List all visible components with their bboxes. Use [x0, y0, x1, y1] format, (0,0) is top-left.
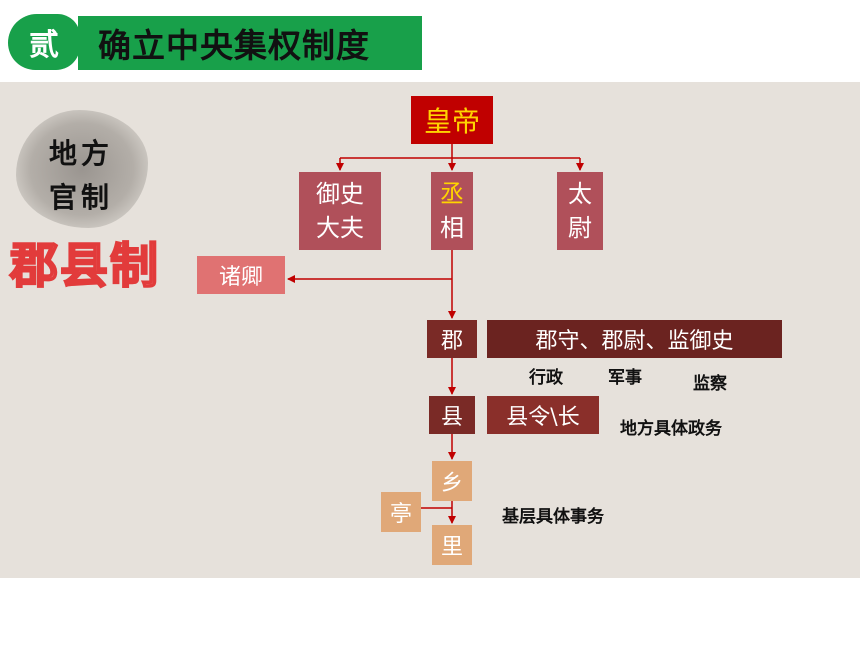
li-box: 里: [432, 525, 472, 565]
xiang-box: 乡: [432, 461, 472, 501]
taiwei-box: 太尉: [557, 172, 603, 250]
section-number-badge: 贰: [8, 14, 80, 70]
label-xingzheng: 行政: [529, 368, 563, 388]
page-title: 确立中央集权制度: [78, 16, 422, 70]
xian-officials-box: 县令\长: [487, 396, 599, 434]
bubble-line-1: 地方: [48, 137, 113, 170]
ting-box: 亭: [381, 492, 421, 532]
label-grassroots-affairs: 基层具体事务: [502, 507, 604, 527]
chengxiang-box: 丞 相: [431, 172, 473, 250]
chengxiang-char-2: 相: [440, 214, 464, 242]
yushi-label: 御史大夫: [316, 180, 364, 242]
bubble-text: 地方 官制: [36, 132, 126, 220]
jun-box: 郡: [427, 320, 477, 358]
label-jiancha: 监察: [693, 374, 727, 394]
xian-box: 县: [429, 396, 475, 434]
bubble-line-2: 官制: [48, 181, 113, 214]
label-junshi: 军事: [608, 368, 642, 388]
taiwei-label: 太尉: [568, 180, 592, 242]
label-local-affairs: 地方具体政务: [620, 419, 722, 439]
ink-blot-decoration: [16, 110, 148, 228]
zhuqing-box: 诸卿: [197, 256, 285, 294]
yushi-box: 御史大夫: [299, 172, 381, 250]
jun-officials-box: 郡守、郡尉、监御史: [487, 320, 782, 358]
chengxiang-char-1: 丞: [440, 180, 464, 208]
emperor-box: 皇帝: [411, 96, 493, 144]
system-title: 郡县制: [9, 237, 161, 295]
